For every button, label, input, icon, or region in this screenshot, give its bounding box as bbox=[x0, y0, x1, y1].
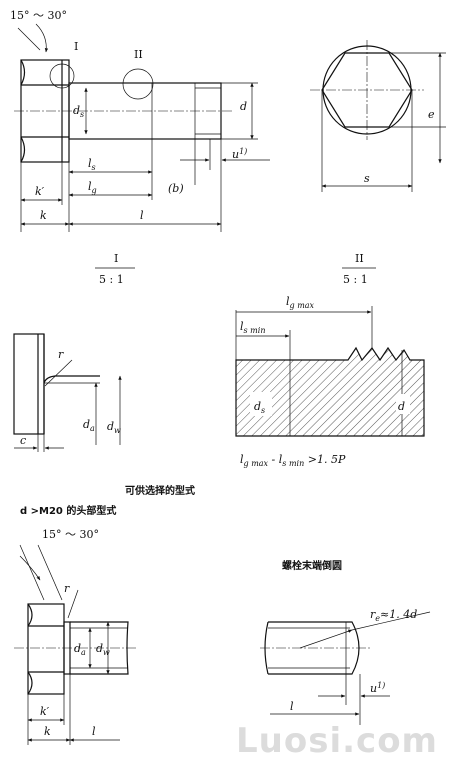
angle-arc bbox=[35, 23, 49, 53]
ds-label: d bbox=[73, 104, 80, 117]
e-label: e bbox=[428, 108, 435, 121]
detail-I-scale: 5 : 1 bbox=[99, 273, 124, 286]
head-type-title: d >M20 的头部型式 bbox=[20, 504, 116, 517]
u-label-end: u bbox=[370, 682, 377, 695]
lgmax-label: l bbox=[286, 295, 290, 308]
k-label: k bbox=[40, 209, 47, 222]
detail-I-circle bbox=[49, 63, 75, 89]
angle-label-top: 15° ～ 30° bbox=[10, 9, 67, 22]
dw-label-head: d bbox=[96, 642, 103, 655]
bolt-end-title: 螺栓末端倒圆 bbox=[282, 559, 342, 572]
thread-formula: lg max - ls min >1. 5P bbox=[240, 453, 346, 468]
detail-I: I 5 : 1 r da dw c bbox=[13, 252, 135, 452]
l-label-head: l bbox=[92, 725, 96, 738]
hex-view: e s bbox=[310, 40, 446, 192]
r-label-head: r bbox=[64, 582, 70, 595]
da-label-head: d bbox=[74, 642, 81, 655]
detail-II-circle bbox=[122, 68, 154, 100]
k-prime-label: k′ bbox=[35, 185, 45, 198]
ds-label-II: d bbox=[254, 400, 261, 413]
svg-text:dw: dw bbox=[107, 420, 121, 435]
detail-II-scale: 5 : 1 bbox=[343, 273, 368, 286]
svg-text:ls: ls bbox=[88, 157, 96, 172]
k-prime-label-head: k′ bbox=[40, 705, 50, 718]
angle-label-bottom: 15° ～ 30° bbox=[42, 528, 99, 541]
r-label-I: r bbox=[58, 348, 64, 361]
dw-label-I: d bbox=[107, 420, 114, 433]
d-label-II: d bbox=[398, 400, 405, 413]
lsmin-label: l bbox=[240, 320, 244, 333]
b-label: (b) bbox=[168, 182, 184, 195]
ls-label: l bbox=[88, 157, 92, 170]
detail-II-ref: II bbox=[134, 48, 143, 61]
re-label: r bbox=[370, 608, 376, 621]
l-label-end: l bbox=[290, 700, 294, 713]
detail-II: II 5 : 1 ds d lg max ls min lg max - ls … bbox=[235, 252, 425, 468]
svg-text:u1): u1) bbox=[370, 681, 385, 695]
svg-text:da: da bbox=[83, 418, 95, 433]
optional-types-title: 可供选择的型式 bbox=[125, 484, 195, 497]
bolt-main-view: 15° ～ 30° I II ds d u1) bbox=[10, 9, 270, 232]
svg-text:ds: ds bbox=[254, 400, 265, 415]
d-label: d bbox=[240, 100, 247, 113]
watermark: Luosi.com bbox=[236, 721, 438, 761]
head-type-head bbox=[27, 603, 65, 695]
detail-I-number: I bbox=[114, 252, 118, 265]
detail-II-number: II bbox=[355, 252, 364, 265]
svg-text:ls min: ls min bbox=[240, 320, 265, 335]
c-label: c bbox=[20, 434, 26, 447]
thread-section bbox=[235, 346, 425, 437]
lg-label: l bbox=[88, 180, 92, 193]
detail-I-head bbox=[13, 333, 45, 435]
s-label: s bbox=[364, 172, 370, 185]
svg-text:u1): u1) bbox=[232, 147, 247, 161]
svg-text:ds: ds bbox=[73, 104, 84, 119]
svg-text:dw: dw bbox=[96, 642, 110, 657]
angle-leader bbox=[17, 27, 41, 51]
detail-I-ref: I bbox=[74, 40, 78, 53]
l-label: l bbox=[140, 209, 144, 222]
da-label-I: d bbox=[83, 418, 90, 431]
u-label: u bbox=[232, 148, 239, 161]
svg-text:da: da bbox=[74, 642, 86, 657]
svg-text:lg max: lg max bbox=[286, 295, 315, 310]
k-label-head: k bbox=[44, 725, 51, 738]
bolt-end-view: re≈1. 4d u1) l bbox=[260, 608, 431, 725]
head-type-view: 15° ～ 30° r da dw k′ k l bbox=[14, 528, 136, 745]
svg-text:lg: lg bbox=[88, 180, 97, 195]
svg-text:re≈1. 4d: re≈1. 4d bbox=[370, 608, 417, 623]
